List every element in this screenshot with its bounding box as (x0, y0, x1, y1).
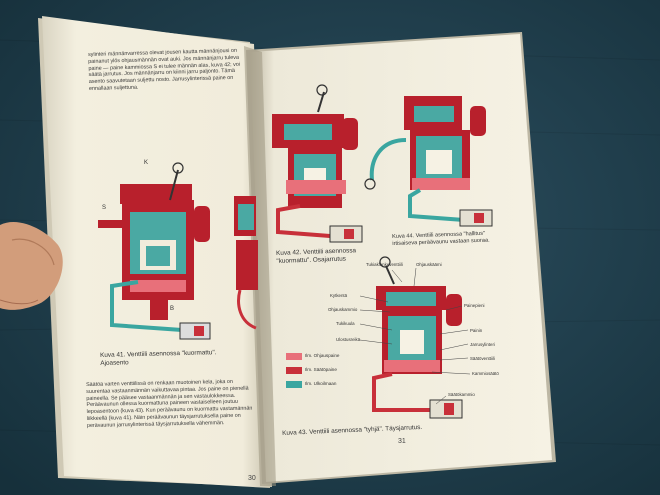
part-label-12: Säätökammio (448, 392, 475, 397)
fig-label-k: K (144, 160, 148, 166)
part-label-11: Kammiosäätö (472, 371, 499, 376)
part-label-8: Ulostusreikä (336, 337, 360, 342)
left-page-body-bottom: Säätöä varten venttiilissä on renkaan mu… (86, 378, 255, 429)
part-label-4: Ohjauskammio (328, 307, 357, 312)
part-label-3: Kytkentä (330, 293, 347, 298)
part-label-7: Tukikuula (336, 321, 355, 326)
legend-label-3: Ilm. Ulkoilmaan (305, 381, 336, 386)
part-label-2: Ohjauskäämi (416, 262, 442, 267)
part-label-1: Tukiaklunkeventtiili (366, 262, 403, 267)
legend (286, 353, 302, 388)
legend-swatch-ohjauspaine (286, 353, 302, 360)
caption-fig41: Kuva 41. Venttiili asennossa "kuormattu"… (100, 349, 220, 367)
part-label-6: Painin (470, 328, 482, 333)
right-page-number: 31 (398, 438, 406, 445)
fig-label-b: B (170, 306, 174, 312)
left-page-body-top: sylinteri männänvarressa olevat jousen k… (88, 48, 249, 93)
fig-label-s: S (102, 205, 106, 211)
part-label-5: Painepieni (464, 303, 485, 308)
legend-label-1: Ilm. Ohjauspaine (305, 353, 339, 358)
left-page-number: 30 (248, 475, 256, 482)
legend-swatch-saatopaine (286, 367, 302, 374)
part-label-10: Säätöventtiili (470, 356, 495, 361)
legend-label-2: Ilm. Säätöpaine (305, 367, 337, 372)
part-label-9: Jarrusylinteri (470, 342, 495, 347)
legend-swatch-ulkoilmaan (286, 381, 302, 388)
